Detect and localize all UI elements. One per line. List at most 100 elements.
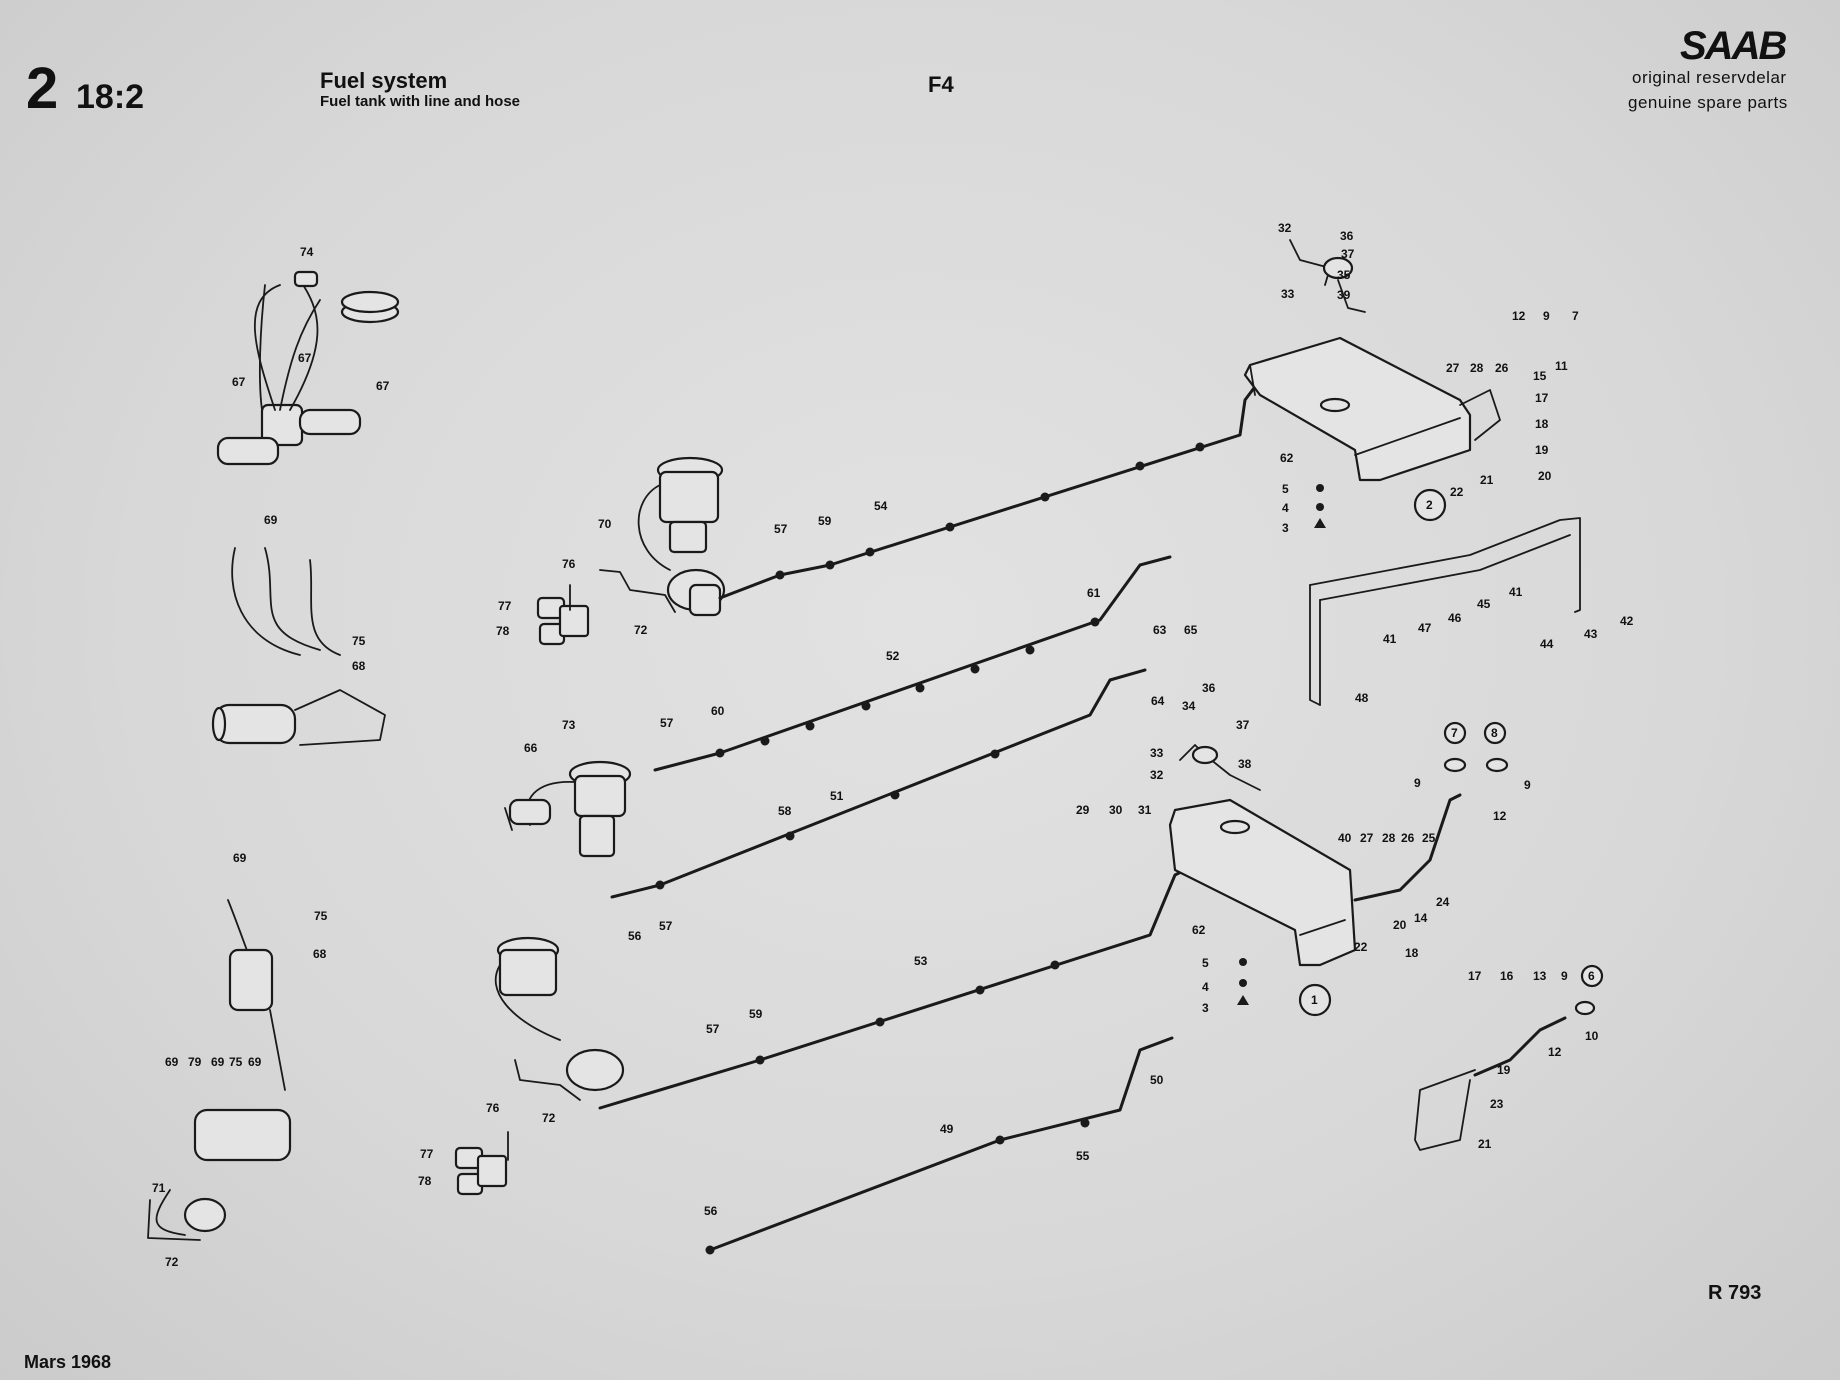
pump-assembly-bottom bbox=[147, 899, 292, 1241]
mounting-strap bbox=[1309, 517, 1581, 706]
part-label-32a: 32 bbox=[1278, 221, 1292, 235]
fuel-line-53 bbox=[598, 858, 1207, 1110]
group-code: F4 bbox=[928, 72, 954, 97]
part-label-78a: 78 bbox=[496, 624, 510, 638]
line-clip bbox=[655, 880, 665, 890]
part-label-69d: 69 bbox=[211, 1055, 225, 1069]
callout-1: 1 bbox=[1311, 993, 1318, 1007]
part-label-19a: 19 bbox=[1535, 443, 1549, 457]
part-label-19b: 19 bbox=[1497, 1063, 1511, 1077]
part-label-27b: 27 bbox=[1360, 831, 1374, 845]
part-label-28b: 28 bbox=[1382, 831, 1396, 845]
part-label-62b: 62 bbox=[1192, 923, 1206, 937]
part-label-52: 52 bbox=[886, 649, 900, 663]
part-label-67a: 67 bbox=[232, 375, 246, 389]
sender-unit-lower bbox=[1179, 744, 1261, 791]
hardware-stack-a bbox=[1314, 484, 1326, 528]
part-label-17b: 17 bbox=[1468, 969, 1482, 983]
part-label-12b: 12 bbox=[1493, 809, 1507, 823]
part-label-17a: 17 bbox=[1535, 391, 1549, 405]
sender-unit-top bbox=[1289, 239, 1366, 313]
part-label-4a: 4 bbox=[1282, 501, 1289, 515]
part-label-58: 58 bbox=[778, 804, 792, 818]
line-clip bbox=[755, 1055, 765, 1065]
callout-7-ring bbox=[1443, 721, 1467, 745]
callout-7: 7 bbox=[1451, 726, 1458, 740]
part-label-56b: 56 bbox=[704, 1204, 718, 1218]
part-label-37a: 37 bbox=[1341, 247, 1355, 261]
hardware-stack-b bbox=[1237, 958, 1249, 1005]
part-label-21b: 21 bbox=[1478, 1137, 1492, 1151]
part-label-29: 29 bbox=[1076, 803, 1090, 817]
part-label-68b: 68 bbox=[313, 947, 327, 961]
part-label-38: 38 bbox=[1238, 757, 1252, 771]
reference-number: R 793 bbox=[1708, 1282, 1762, 1304]
part-label-31: 31 bbox=[1138, 803, 1152, 817]
part-label-7: 7 bbox=[1572, 309, 1579, 323]
part-label-48: 48 bbox=[1355, 691, 1369, 705]
part-label-78b: 78 bbox=[418, 1174, 432, 1188]
part-label-3a: 3 bbox=[1282, 521, 1289, 535]
part-label-16: 16 bbox=[1500, 969, 1514, 983]
line-clip bbox=[760, 736, 770, 746]
part-label-46: 46 bbox=[1448, 611, 1462, 625]
part-label-33a: 33 bbox=[1281, 287, 1295, 301]
part-label-76a: 76 bbox=[562, 557, 576, 571]
fuel-tank-2 bbox=[1243, 336, 1501, 522]
callout-circle-2 bbox=[1413, 488, 1447, 522]
part-label-34: 34 bbox=[1182, 699, 1196, 713]
tagline-english: genuine spare parts bbox=[1628, 93, 1788, 112]
pump-assembly-middle bbox=[211, 547, 386, 746]
line-clip bbox=[995, 1135, 1005, 1145]
part-label-67c: 67 bbox=[376, 379, 390, 393]
part-label-57c: 57 bbox=[659, 919, 673, 933]
line-clip bbox=[1025, 645, 1035, 655]
section-number: 2 bbox=[26, 56, 59, 121]
fuel-line-54 bbox=[718, 378, 1262, 600]
line-clip bbox=[1040, 492, 1050, 502]
part-label-49: 49 bbox=[940, 1122, 954, 1136]
part-label-76b: 76 bbox=[486, 1101, 500, 1115]
tagline-swedish: original reservdelar bbox=[1632, 68, 1787, 87]
part-label-9a: 9 bbox=[1543, 309, 1550, 323]
part-label-47: 47 bbox=[1418, 621, 1432, 635]
part-label-10: 10 bbox=[1585, 1029, 1599, 1043]
part-label-4b: 4 bbox=[1202, 980, 1209, 994]
part-label-54: 54 bbox=[874, 499, 888, 513]
part-label-69a: 69 bbox=[264, 513, 278, 527]
saab-logo: SAAB bbox=[1680, 24, 1787, 68]
part-label-30: 30 bbox=[1109, 803, 1123, 817]
part-label-72a: 72 bbox=[165, 1255, 179, 1269]
part-label-59a: 59 bbox=[818, 514, 832, 528]
part-label-9b: 9 bbox=[1414, 776, 1421, 790]
line-clips bbox=[655, 442, 1205, 1255]
page-title: Fuel system bbox=[320, 68, 448, 93]
part-label-67b: 67 bbox=[298, 351, 312, 365]
part-label-14: 14 bbox=[1414, 911, 1428, 925]
part-label-75b: 75 bbox=[314, 909, 328, 923]
part-label-13: 13 bbox=[1533, 969, 1547, 983]
part-label-18a: 18 bbox=[1535, 417, 1549, 431]
fuel-line-52 bbox=[653, 555, 1172, 772]
part-label-40: 40 bbox=[1338, 831, 1352, 845]
part-label-72b: 72 bbox=[634, 623, 648, 637]
part-label-35: 35 bbox=[1337, 268, 1351, 282]
line-clip bbox=[970, 664, 980, 674]
callout-2: 2 bbox=[1426, 498, 1433, 512]
part-label-12c: 12 bbox=[1548, 1045, 1562, 1059]
part-label-65: 65 bbox=[1184, 623, 1198, 637]
page-number: 18:2 bbox=[76, 78, 145, 116]
line-clip bbox=[705, 1245, 715, 1255]
line-clip bbox=[805, 721, 815, 731]
part-label-22b: 22 bbox=[1354, 940, 1368, 954]
part-label-11: 11 bbox=[1555, 359, 1568, 373]
callout-6: 6 bbox=[1588, 969, 1595, 983]
line-clip bbox=[915, 683, 925, 693]
part-label-51: 51 bbox=[830, 789, 844, 803]
part-label-24: 24 bbox=[1436, 895, 1450, 909]
line-clip bbox=[1050, 960, 1060, 970]
part-label-68a: 68 bbox=[352, 659, 366, 673]
callout-6-ring bbox=[1580, 964, 1604, 988]
part-label-66: 66 bbox=[524, 741, 538, 755]
